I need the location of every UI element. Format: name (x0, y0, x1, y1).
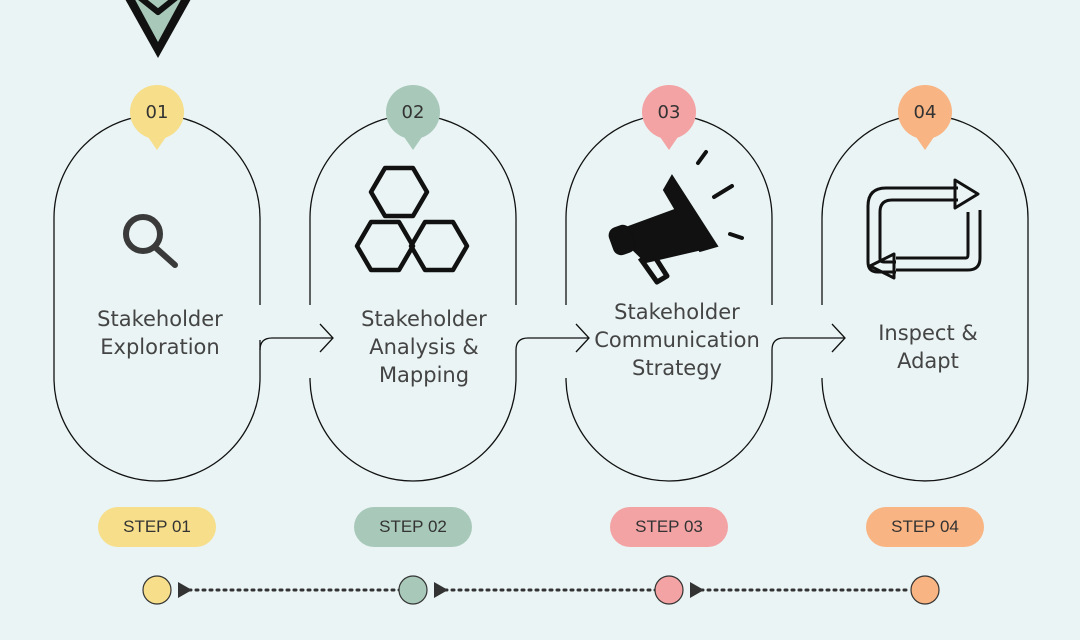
timeline (142, 575, 940, 605)
megaphone-icon (608, 150, 744, 285)
step-number-01: 01 (145, 101, 169, 123)
step-label-04: STEP 04 (866, 507, 984, 547)
connector-arrow-01 (259, 323, 334, 353)
number-badge-03 (642, 85, 696, 150)
step-capsule-04 (821, 114, 1029, 482)
timeline-dot-04 (910, 575, 940, 605)
step-title-01: Stakeholder Exploration (97, 307, 223, 359)
timeline-dot-03 (654, 575, 684, 605)
step-number-03: 03 (657, 101, 681, 123)
step-title-02: Stakeholder Analysis & Mapping (361, 307, 487, 387)
step-title-04: Inspect & Adapt (878, 321, 978, 373)
number-badge-02 (386, 85, 440, 150)
timeline-dot-01 (142, 575, 172, 605)
repeat-arrows-icon (866, 178, 982, 280)
connector-arrow-03 (771, 323, 846, 353)
location-marker-icon (125, 0, 191, 58)
timeline-arrowhead (690, 582, 704, 598)
number-badge-04 (898, 85, 952, 150)
timeline-arrowhead (178, 582, 192, 598)
timeline-dot-02 (398, 575, 428, 605)
step-capsule-01 (53, 114, 261, 482)
search-icon (123, 214, 178, 268)
step-number-02: 02 (401, 101, 425, 123)
step-label-02: STEP 02 (354, 507, 472, 547)
step-label-03: STEP 03 (610, 507, 728, 547)
step-title-03: Stakeholder Communication Strategy (594, 300, 760, 380)
number-badge-01 (130, 85, 184, 150)
timeline-arrowhead (434, 582, 448, 598)
hexagons-icon (354, 165, 470, 273)
connector-arrow-02 (515, 323, 590, 353)
step-number-04: 04 (913, 101, 937, 123)
step-label-01: STEP 01 (98, 507, 216, 547)
